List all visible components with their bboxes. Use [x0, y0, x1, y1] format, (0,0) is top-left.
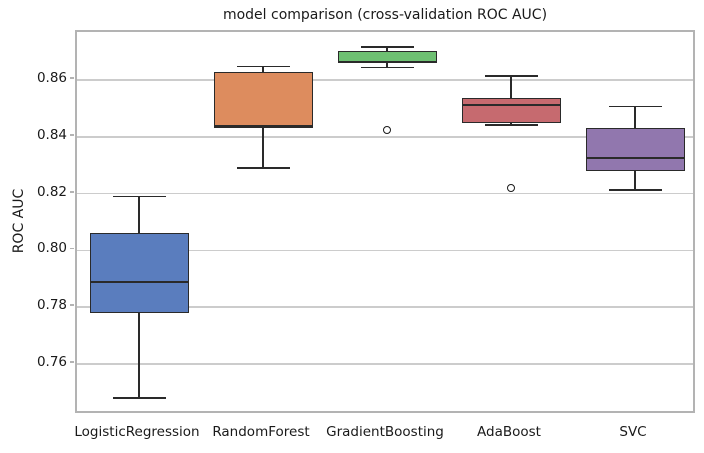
chart-title: model comparison (cross-validation ROC A…: [222, 7, 548, 23]
lower-whisker-stem: [262, 128, 264, 169]
y-tick-mark: [70, 247, 74, 250]
x-tick-label: GradientBoosting: [326, 424, 444, 440]
lower-whisker-stem: [510, 122, 512, 125]
x-tick-label: SVC: [619, 424, 647, 440]
gridline: [77, 249, 693, 252]
lower-whisker-cap: [484, 123, 538, 126]
y-tick-mark: [70, 134, 74, 136]
lower-whisker-stem: [386, 63, 388, 68]
y-tick-label: 0.82: [36, 183, 67, 200]
lower-whisker-cap: [236, 167, 290, 169]
x-tick-label: LogisticRegression: [74, 424, 200, 440]
y-tick-mark: [70, 361, 74, 363]
y-tick-label: 0.80: [36, 240, 67, 257]
lower-whisker-cap: [112, 397, 166, 399]
outlier-point: [507, 184, 515, 193]
median-line: [461, 104, 561, 107]
x-tick-label: RandomForest: [212, 424, 310, 440]
box-AdaBoost: [461, 98, 561, 123]
gridline: [77, 79, 693, 81]
upper-whisker-stem: [634, 106, 636, 128]
outlier-point: [383, 125, 391, 134]
plot-area: [75, 30, 695, 413]
lower-whisker-stem: [138, 312, 140, 398]
upper-whisker-stem: [510, 75, 512, 99]
upper-whisker-cap: [608, 105, 662, 108]
y-tick-mark: [70, 190, 74, 193]
upper-whisker-cap: [236, 65, 290, 68]
gridline: [77, 192, 693, 195]
y-tick-mark: [70, 77, 74, 80]
y-tick-label: 0.76: [36, 353, 67, 370]
upper-whisker-cap: [360, 45, 414, 48]
x-tick-label: AdaBoost: [477, 424, 541, 440]
y-tick-label: 0.78: [36, 297, 67, 314]
gridline: [77, 363, 693, 365]
median-line: [89, 280, 189, 283]
upper-whisker-cap: [484, 75, 538, 77]
box-LogisticRegression: [89, 233, 189, 313]
y-tick-label: 0.84: [36, 126, 67, 143]
upper-whisker-cap: [112, 195, 166, 198]
median-line: [213, 125, 313, 128]
gridline: [77, 306, 693, 308]
lower-whisker-stem: [634, 171, 636, 190]
upper-whisker-stem: [386, 46, 388, 52]
y-tick-mark: [70, 304, 74, 306]
lower-whisker-cap: [608, 189, 662, 191]
box-SVC: [585, 127, 685, 171]
box-RandomForest: [213, 71, 313, 129]
y-tick-label: 0.86: [36, 70, 67, 87]
median-line: [337, 61, 437, 64]
lower-whisker-cap: [360, 66, 414, 69]
gridline: [77, 136, 693, 138]
median-line: [585, 157, 685, 160]
upper-whisker-stem: [138, 196, 140, 234]
upper-whisker-stem: [262, 66, 264, 72]
